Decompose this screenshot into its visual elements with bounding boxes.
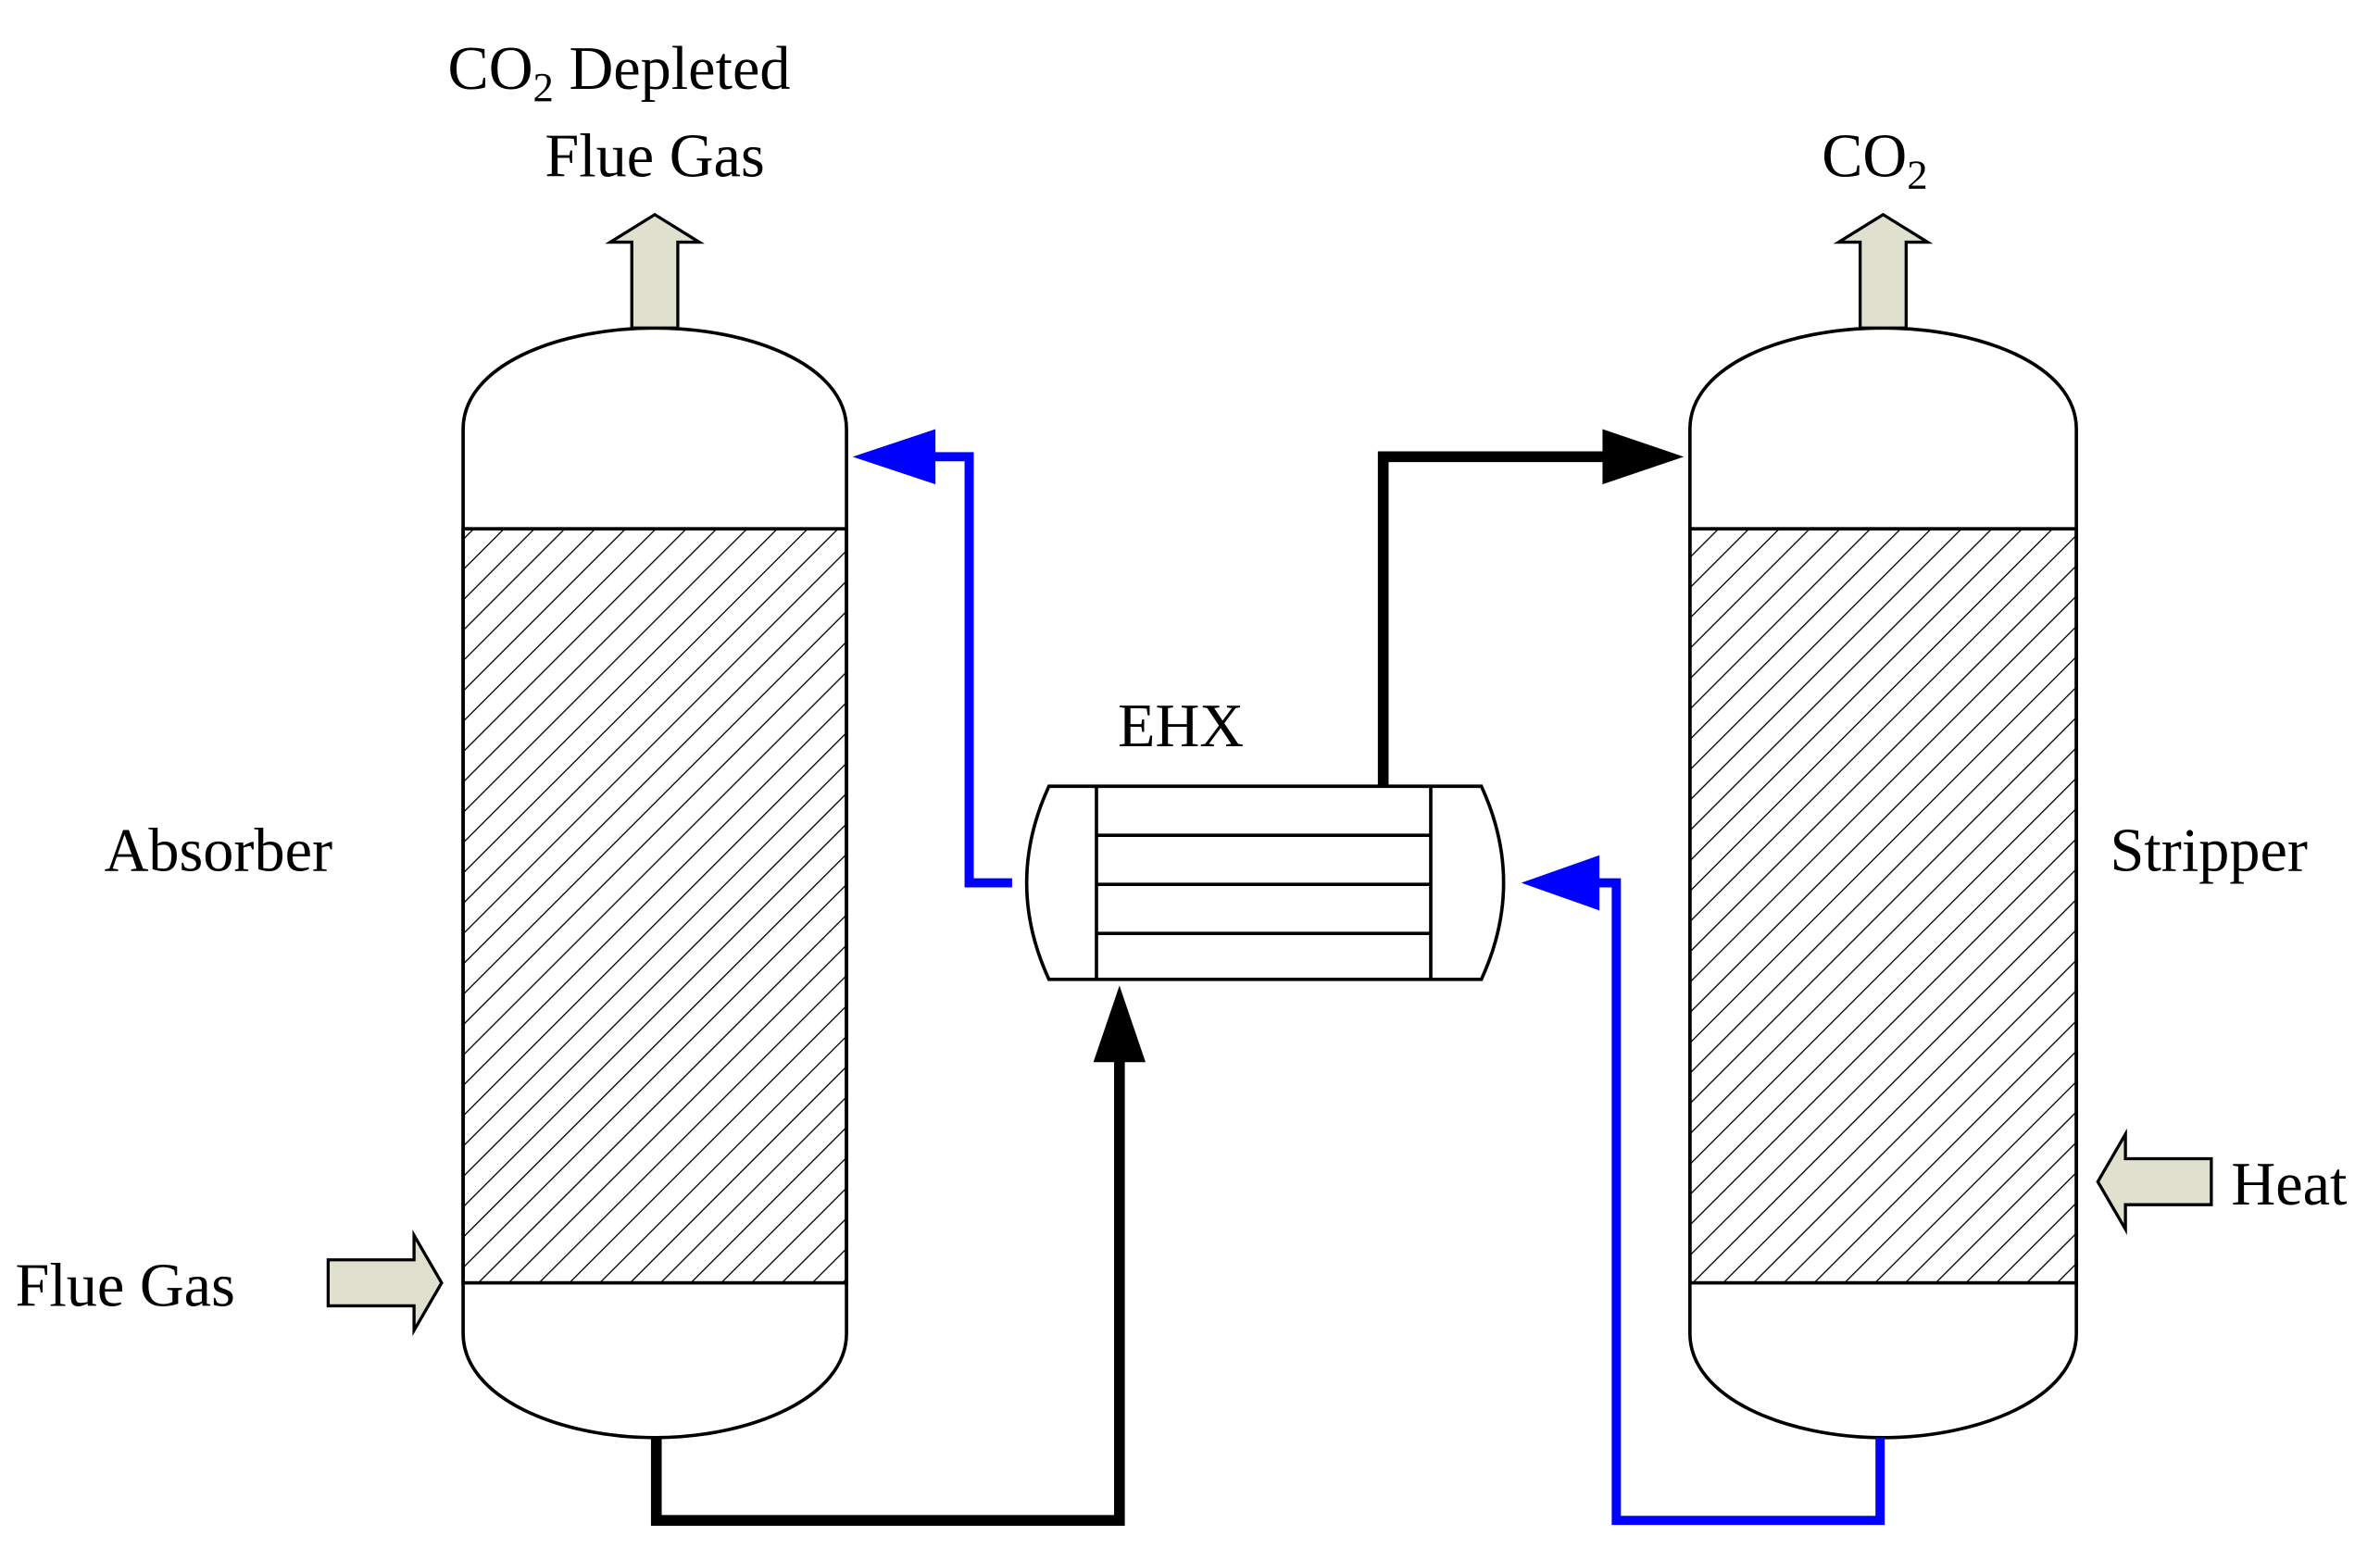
absorber-label: Absorber xyxy=(105,817,332,884)
absorber-column xyxy=(461,326,848,1440)
co2-depleted-outlet-arrow xyxy=(605,212,705,330)
flue-gas-top-label: Flue Gas xyxy=(545,122,764,190)
rich-arrowhead-up xyxy=(1093,985,1146,1063)
heat-inlet-arrow xyxy=(2096,1128,2213,1235)
rich-line-to-stripper xyxy=(1377,451,1610,787)
co2-outlet-arrow xyxy=(1833,212,1934,330)
lean-line-to-absorber xyxy=(927,452,1012,888)
stripper-label: Stripper xyxy=(2111,817,2308,884)
lean-to-absorber-line xyxy=(852,429,1012,888)
heat-label: Heat xyxy=(2231,1151,2348,1218)
rich-arrowhead-right xyxy=(1602,429,1685,485)
lean-line-to-ehx xyxy=(1591,878,1885,1526)
rich-to-stripper-line xyxy=(1377,429,1685,787)
ehx-label: EHX xyxy=(1118,693,1244,760)
absorber-packing xyxy=(461,527,848,1285)
flue-gas-inlet-label: Flue Gas xyxy=(16,1252,235,1319)
flue-gas-inlet-arrow xyxy=(326,1230,444,1337)
stripper-packing xyxy=(1688,527,2078,1285)
lean-arrowhead-left-absorber xyxy=(852,429,936,485)
lean-arrowhead-left-ehx xyxy=(1521,855,1600,911)
lean-solvent-line xyxy=(1521,855,1885,1526)
co2-product-label: CO2 xyxy=(1822,122,1927,197)
heat-exchanger xyxy=(1024,784,1506,981)
rich-line-to-ehx xyxy=(650,1057,1125,1526)
rich-solvent-line xyxy=(650,985,1146,1526)
stripper-column xyxy=(1688,326,2078,1440)
co2-depleted-label: CO2 Depleted xyxy=(448,35,791,110)
